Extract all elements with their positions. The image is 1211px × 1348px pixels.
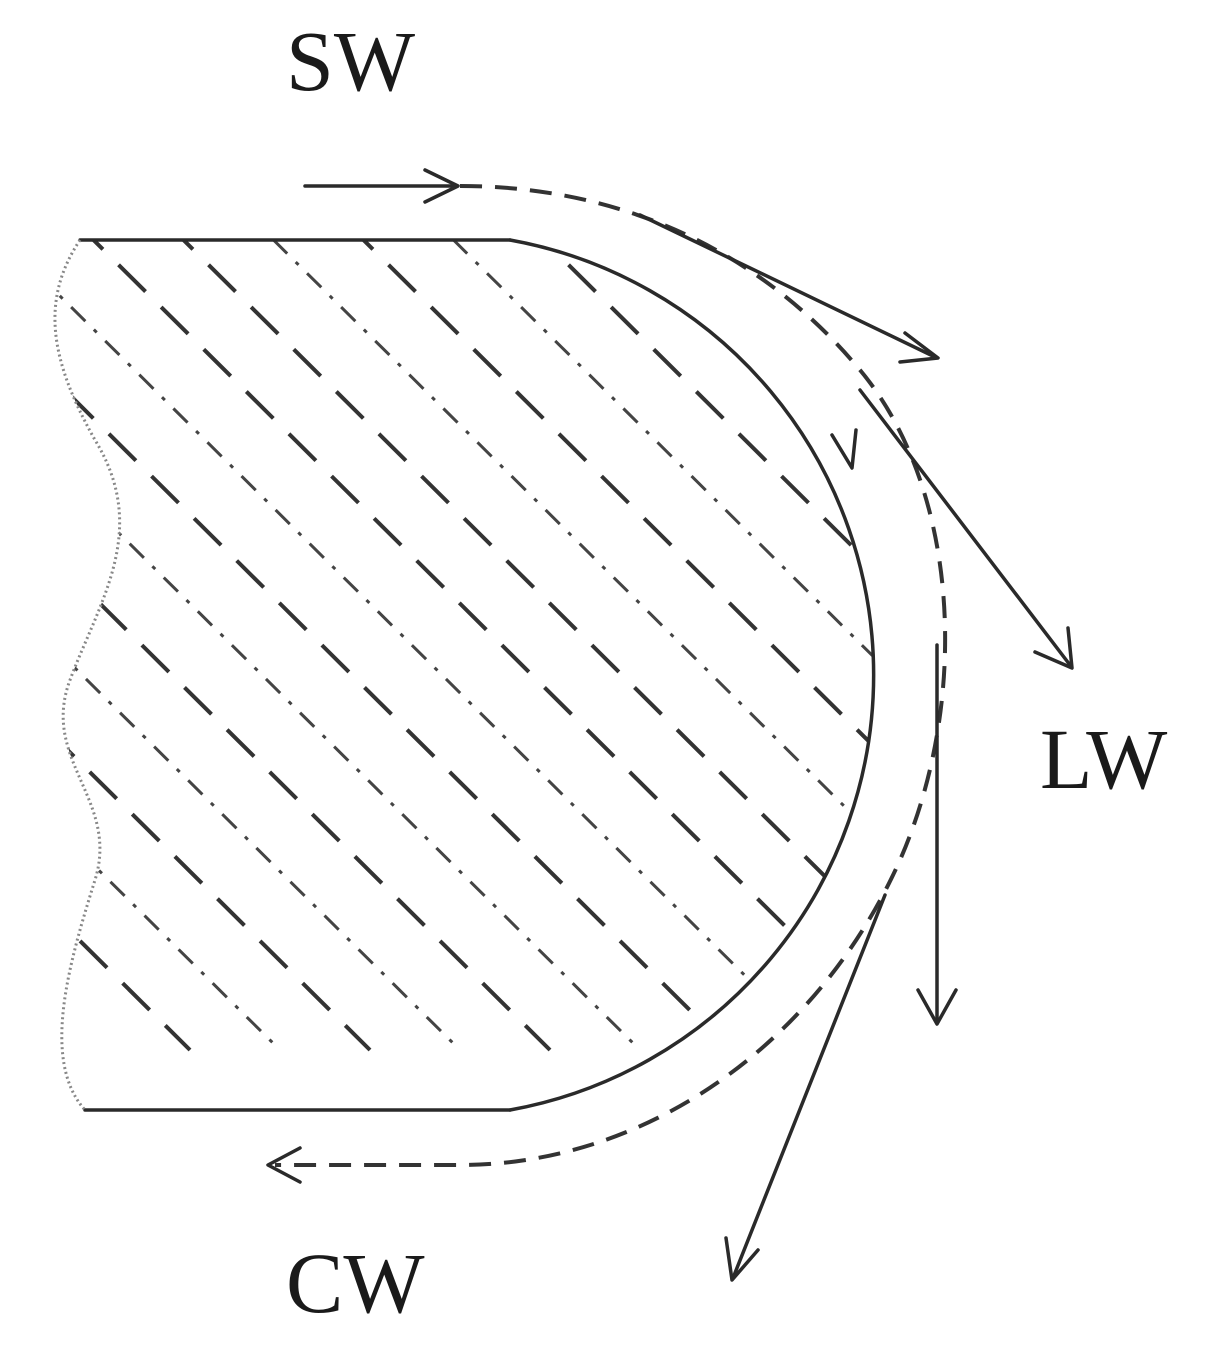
label-sw: SW bbox=[286, 13, 415, 109]
body-outline bbox=[53, 238, 876, 1112]
wavy-cut-edge bbox=[53, 239, 121, 1112]
label-lw: LW bbox=[1040, 711, 1167, 807]
incoming-flow-arrow bbox=[303, 168, 460, 204]
separated-flow-streamline bbox=[266, 184, 948, 1184]
tangent-arrows bbox=[638, 213, 1074, 1282]
streamline-head-upper bbox=[830, 428, 858, 470]
hatching bbox=[54, 240, 874, 1052]
label-cw: CW bbox=[286, 1235, 425, 1331]
wake-arrow-head bbox=[266, 1146, 302, 1184]
